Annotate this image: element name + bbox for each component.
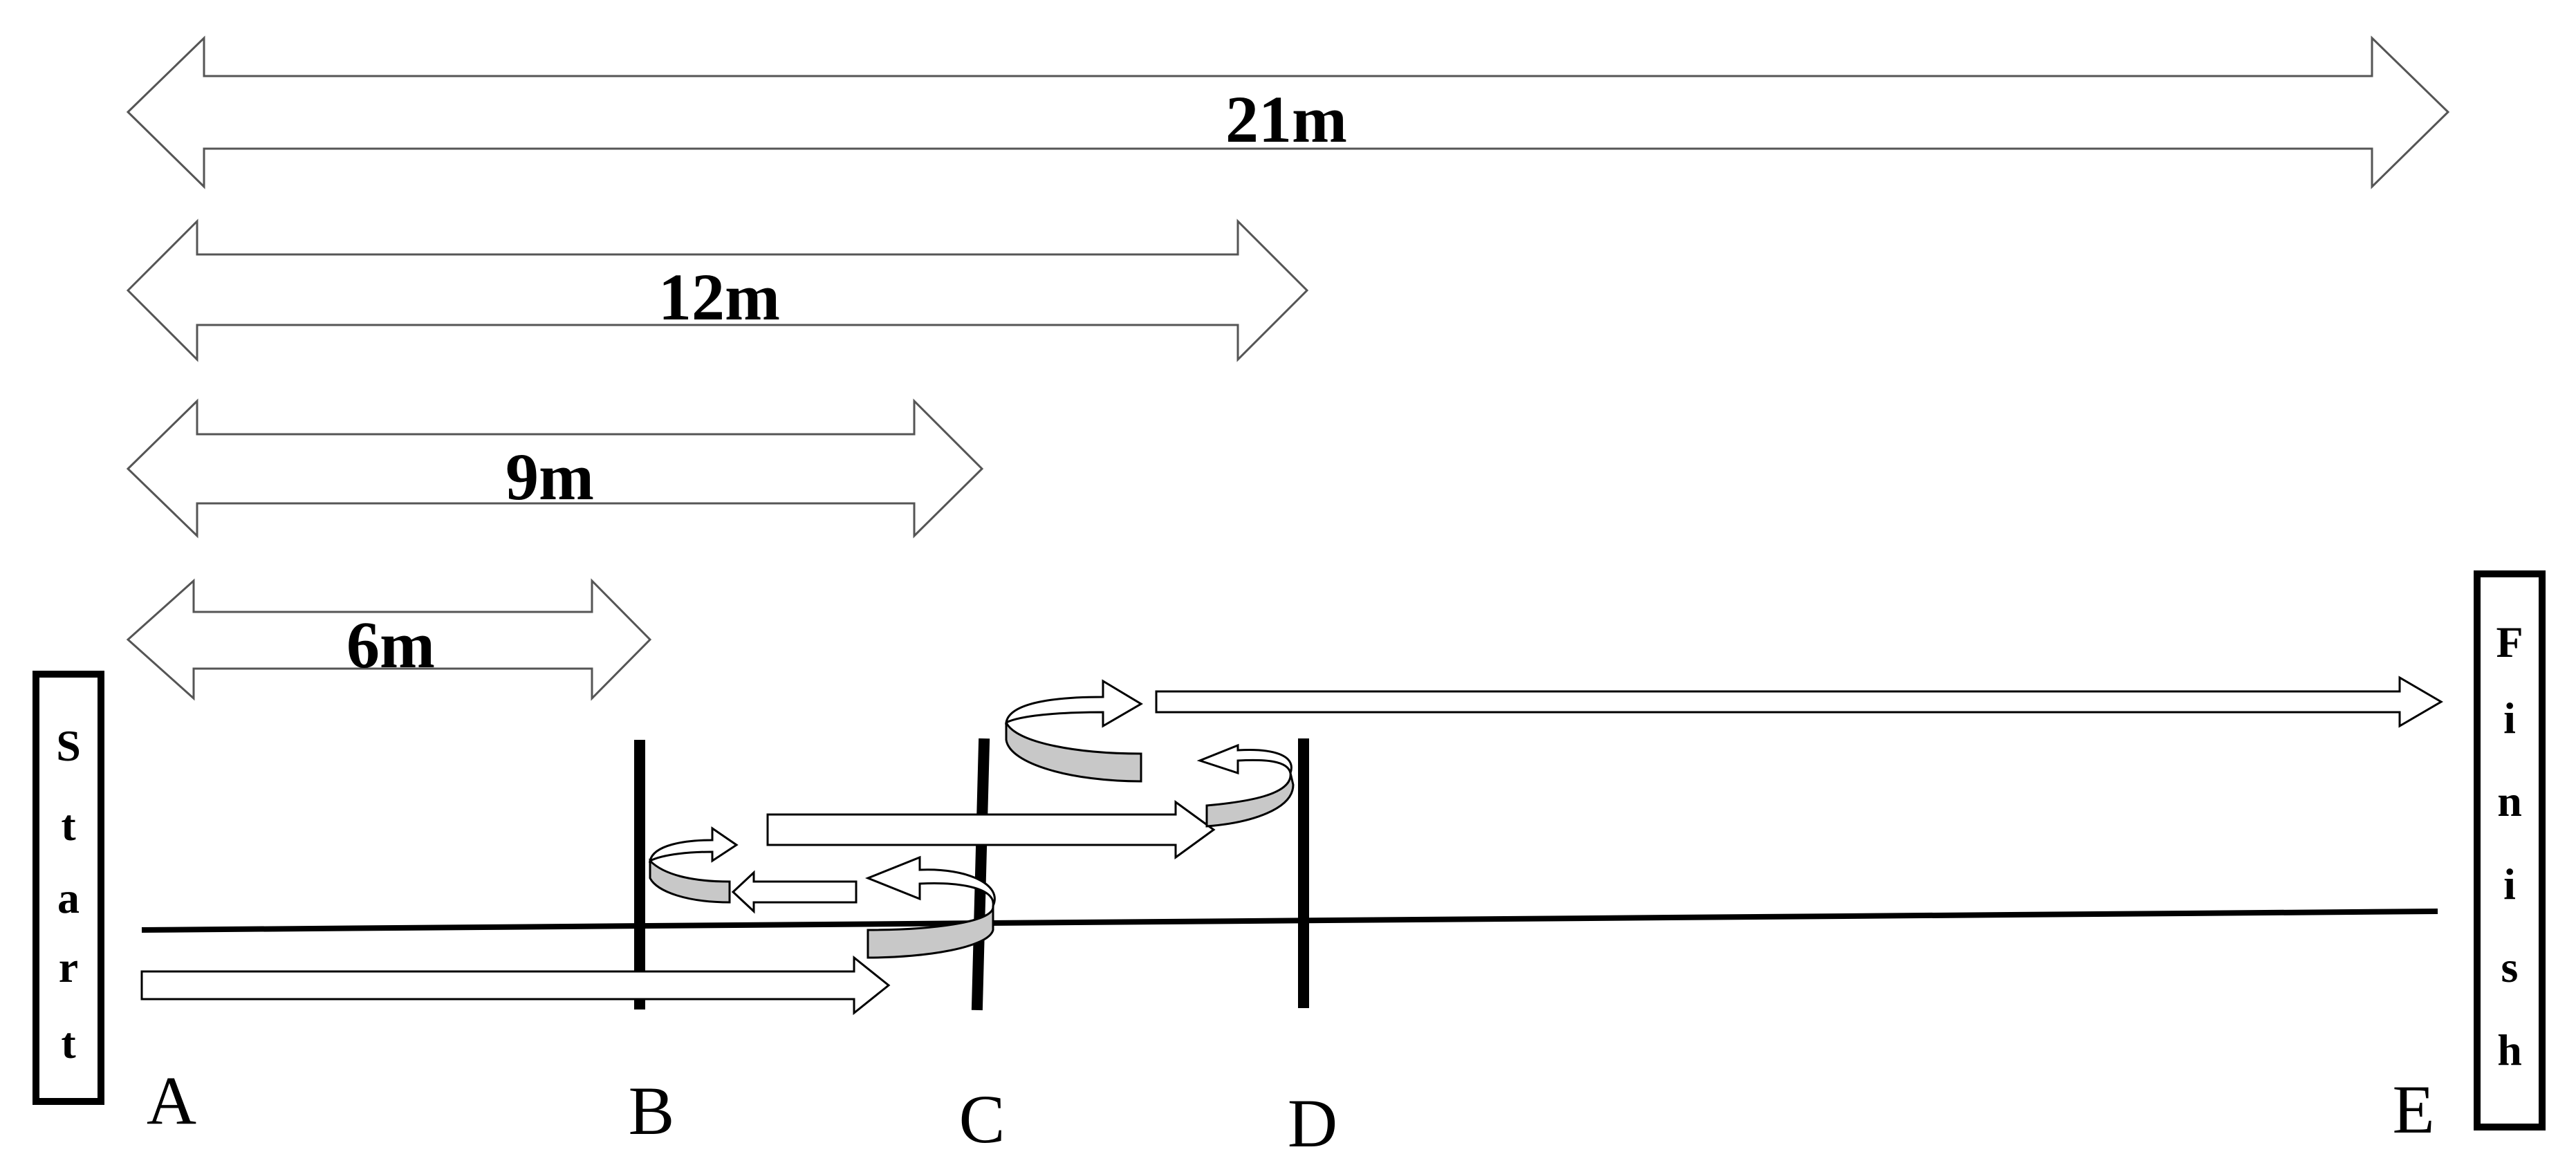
finish-letter-s: s [2501,942,2519,992]
point-label-e: E [2392,1071,2434,1148]
dimension-label-21m: 21m [1225,82,1347,156]
dimension-arrow-21m [126,35,2450,189]
marker-b [634,740,645,1009]
turn-arrow-d [1196,743,1292,777]
marker-c [971,738,990,1011]
point-label-c: C [959,1081,1006,1154]
point-label-a: A [147,1062,196,1139]
finish-box: F i n i s h [2474,570,2546,1130]
start-letter-a: a [57,873,80,922]
turn-arrow-c-upper [1005,679,1143,728]
turn-arrow-c [864,855,996,906]
start-letter-r: r [59,942,78,992]
dimension-label-9m: 9m [506,440,594,514]
marker-d [1298,738,1309,1008]
finish-letter-h: h [2497,1025,2522,1074]
point-label-b: B [629,1072,675,1149]
turn-band-c [867,905,994,959]
dimension-arrow-12m [126,218,1309,362]
turn-arrow-b [648,826,739,863]
ground-line [141,909,2438,933]
turn-band-b [649,858,731,904]
dimension-label-12m: 12m [658,260,780,334]
run-arrow-a-to-c [140,955,891,1016]
start-letter-s: S [56,721,81,770]
start-letter-t2: t [61,1018,76,1068]
start-letter-t1: t [61,801,76,850]
run-arrow-b-to-d [766,800,1216,859]
start-box: S t a r t [33,671,104,1105]
finish-letter-n: n [2497,776,2522,826]
dimension-arrow-9m [126,398,984,539]
run-arrow-to-finish [1155,676,2443,728]
turn-band-c-upper [1005,722,1142,783]
finish-letter-i2: i [2503,859,2516,909]
run-arrow-c-to-b [731,870,858,914]
turn-band-d [1205,772,1295,828]
dimension-arrow-6m [126,578,652,701]
finish-letter-i1: i [2503,694,2516,743]
point-label-d: D [1288,1085,1337,1154]
dimension-label-6m: 6m [346,608,435,682]
finish-letter-f: F [2496,617,2523,667]
